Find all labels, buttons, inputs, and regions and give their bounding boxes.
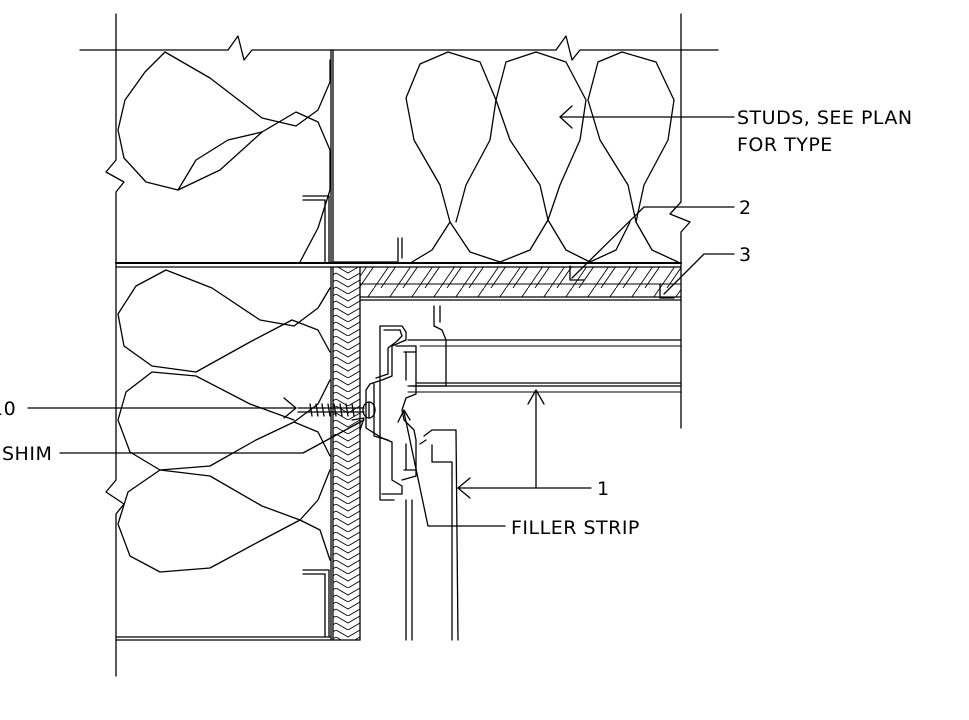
leader-3 (659, 253, 735, 299)
leader-1 (457, 389, 592, 499)
leader-shim (59, 417, 365, 454)
horizontal-frame (359, 299, 682, 393)
screw (297, 401, 376, 419)
label-studs-line2: FOR TYPE (737, 134, 833, 156)
leader-2 (569, 206, 735, 281)
vertical-frame (365, 325, 459, 641)
label-filler-strip: FILLER STRIP (511, 517, 640, 539)
hatched-board (359, 266, 682, 298)
label-studs-line1: STUDS, SEE PLAN (737, 107, 913, 129)
insulation-right-upper (405, 51, 679, 263)
label-shim: SHIM (2, 443, 52, 465)
leader-studs (559, 105, 735, 129)
callout-3: 3 (739, 244, 752, 266)
callout-10: 10 (0, 398, 16, 420)
insulation-left-lower (117, 269, 331, 573)
insulation-left-upper (117, 51, 331, 263)
leader-10 (27, 397, 297, 419)
callout-1: 1 (597, 478, 610, 500)
wall-outline (79, 13, 719, 677)
track-angles (302, 195, 403, 637)
leader-filler-strip (397, 409, 506, 527)
vertical-board (332, 266, 361, 641)
callout-2: 2 (739, 197, 752, 219)
